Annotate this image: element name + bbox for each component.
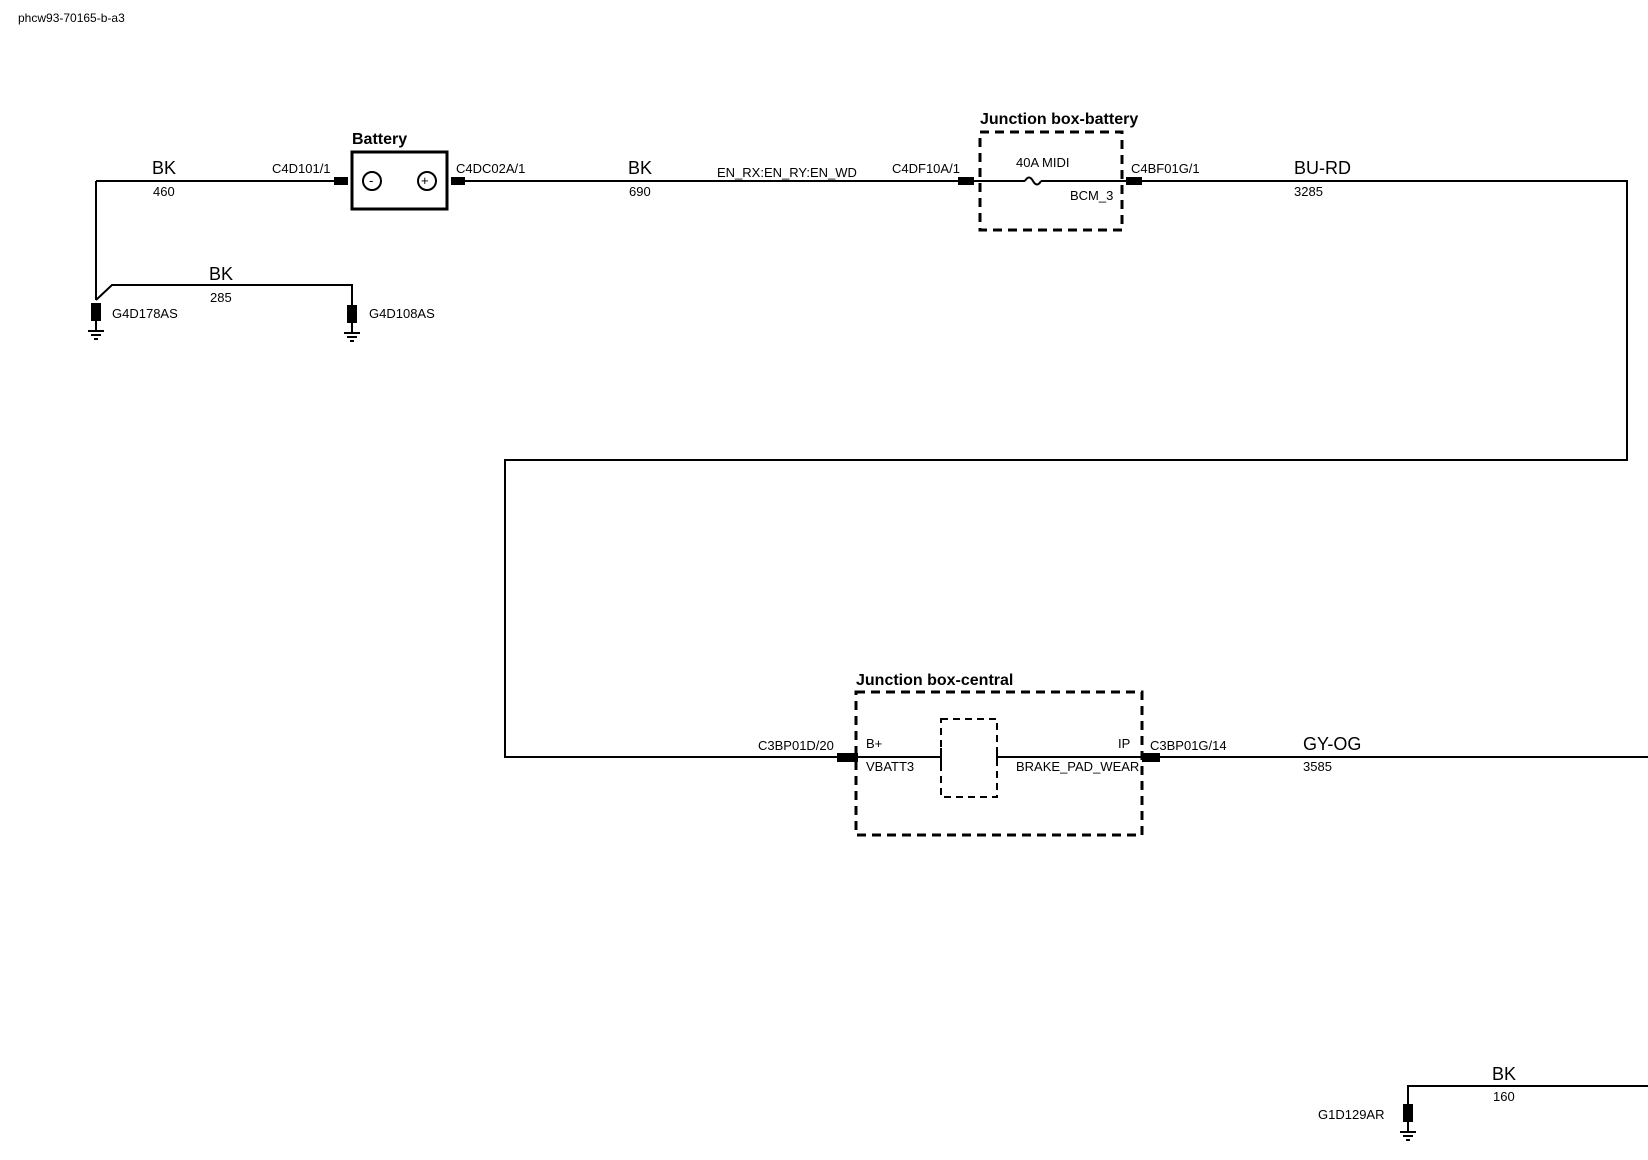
wire-460-color: BK: [152, 158, 176, 178]
wire-3585: GY-OG 3585: [1160, 734, 1648, 774]
wire-160: BK 160 G1D129AR: [1318, 1064, 1648, 1141]
connector-c3bp01g: [1142, 753, 1160, 762]
ground-g4d108as-label: G4D108AS: [369, 306, 435, 321]
battery-title: Battery: [352, 131, 407, 148]
connector-c4dc02a: [451, 177, 465, 185]
wire-460-number: 460: [153, 184, 175, 199]
ground-g4d178as-label: G4D178AS: [112, 306, 178, 321]
wire-160-number: 160: [1493, 1089, 1515, 1104]
wire-285-number: 285: [210, 290, 232, 305]
wire-3585-color: GY-OG: [1303, 734, 1361, 754]
connector-c4df10a: [958, 177, 974, 185]
battery-neg-connector-label: C4D101/1: [272, 161, 331, 176]
battery-pos-symbol: +: [421, 173, 429, 188]
pin-b-plus: B+: [866, 736, 882, 751]
battery-pos-connector-label: C4DC02A/1: [456, 161, 525, 176]
battery-negative-terminal: [362, 171, 382, 191]
pin-vbatt3: VBATT3: [866, 759, 914, 774]
junction-central-title: Junction box-central: [856, 672, 1013, 689]
fuse-label: 40A MIDI: [1016, 155, 1069, 170]
wire-690: BK 690 EN_RX:EN_RY:EN_WD: [465, 158, 960, 199]
ground-branch: BK 285 G4D178AS G4D108AS: [88, 181, 435, 342]
ground-g1d129ar-label: G1D129AR: [1318, 1107, 1384, 1122]
junction-box-central: Junction box-central C3BP01D/20 C3BP01G/…: [758, 672, 1227, 837]
ground-g4d108as: G4D108AS: [344, 305, 435, 342]
wire-3285: BU-RD 3285: [504, 158, 1628, 758]
junction-battery-out-connector: C4BF01G/1: [1131, 161, 1200, 176]
internal-module: [940, 718, 998, 798]
wire-690-color: BK: [628, 158, 652, 178]
connector-c4d101: [334, 177, 348, 185]
pin-ip: IP: [1118, 736, 1130, 751]
fuse-circuit: BCM_3: [1070, 188, 1113, 203]
wire-3285-number: 3285: [1294, 184, 1323, 199]
ground-g1d129ar: G1D129AR: [1318, 1104, 1416, 1141]
wire-3285-color: BU-RD: [1294, 158, 1351, 178]
fuse-icon: [1024, 176, 1042, 186]
wire-3585-number: 3585: [1303, 759, 1332, 774]
junction-battery-in-connector: C4DF10A/1: [892, 161, 960, 176]
junction-central-in-connector: C3BP01D/20: [758, 738, 834, 753]
ground-g4d178as: G4D178AS: [88, 303, 178, 340]
net-label: EN_RX:EN_RY:EN_WD: [717, 165, 857, 180]
wire-460: BK 460: [96, 158, 336, 199]
connector-c3bp01d: [837, 753, 858, 762]
battery: Battery - + C4D101/1 C4DC02A/1: [272, 131, 525, 211]
junction-central-out-connector: C3BP01G/14: [1150, 738, 1227, 753]
pin-brake-pad-wear: BRAKE_PAD_WEAR: [1016, 759, 1139, 774]
battery-neg-symbol: -: [369, 173, 373, 188]
battery-positive-terminal: [417, 171, 437, 191]
wire-690-number: 690: [629, 184, 651, 199]
connector-c4bf01g: [1126, 177, 1142, 185]
junction-box-battery: Junction box-battery C4DF10A/1 C4BF01G/1…: [892, 111, 1200, 232]
junction-battery-title: Junction box-battery: [980, 111, 1138, 128]
wire-285-color: BK: [209, 264, 233, 284]
wire-160-color: BK: [1492, 1064, 1516, 1084]
page-id: phcw93-70165-b-a3: [18, 11, 125, 25]
